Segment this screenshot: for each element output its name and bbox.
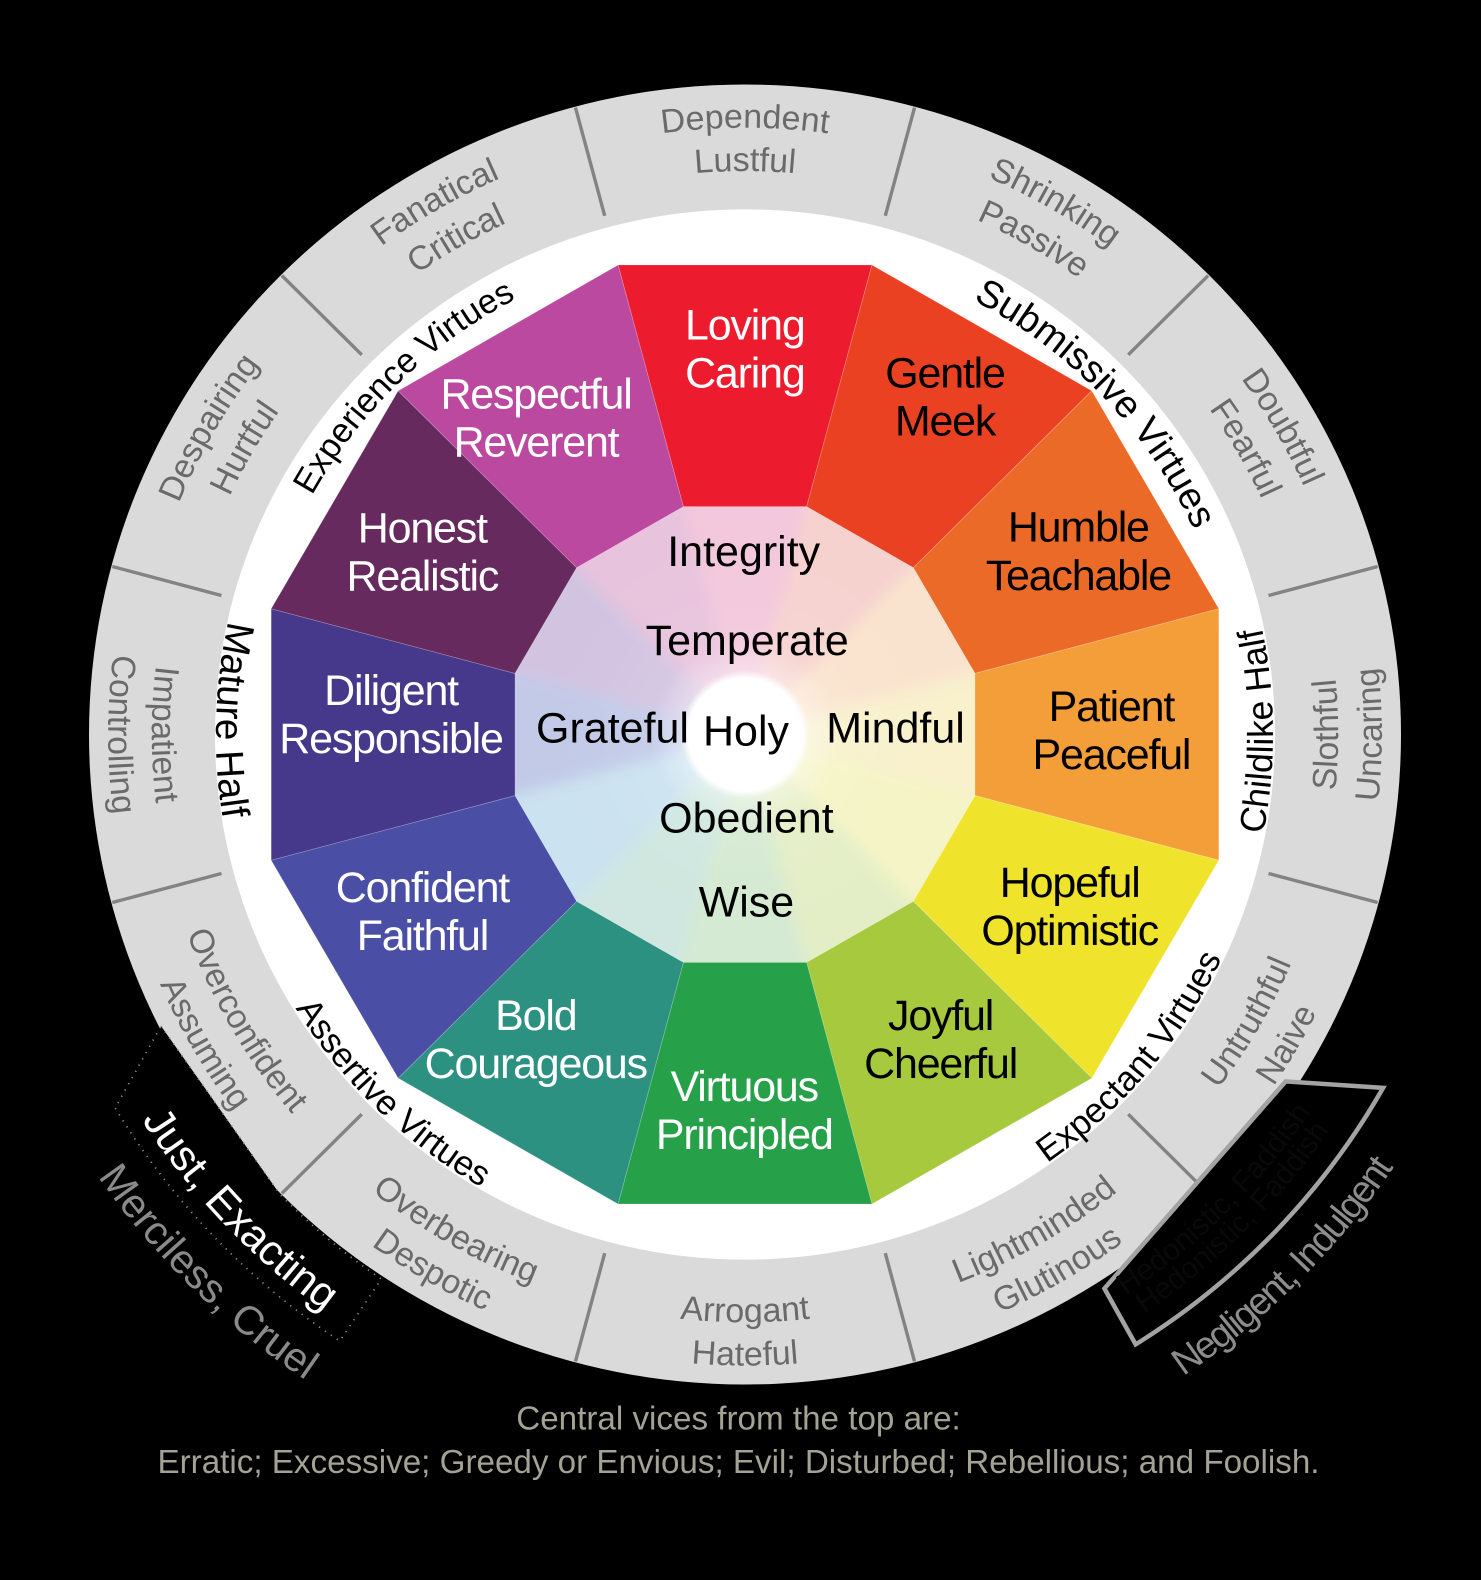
svg-text:Peaceful: Peaceful bbox=[1033, 731, 1191, 779]
svg-text:Principled: Principled bbox=[656, 1111, 833, 1159]
svg-text:Temperate: Temperate bbox=[646, 617, 849, 665]
svg-text:Hopeful: Hopeful bbox=[1000, 859, 1140, 907]
svg-text:Loving: Loving bbox=[685, 301, 804, 349]
svg-text:Impatient: Impatient bbox=[144, 664, 186, 805]
svg-text:Dependent: Dependent bbox=[659, 98, 833, 141]
svg-text:Courageous: Courageous bbox=[425, 1040, 647, 1088]
svg-text:Confident: Confident bbox=[336, 864, 511, 912]
svg-text:Realistic: Realistic bbox=[346, 553, 498, 601]
svg-text:Wise: Wise bbox=[699, 879, 795, 927]
svg-text:Hateful: Hateful bbox=[691, 1333, 800, 1373]
svg-text:Slothful: Slothful bbox=[1305, 678, 1346, 792]
svg-text:Cheerful: Cheerful bbox=[864, 1040, 1017, 1088]
svg-text:Erratic; Excessive; Greedy or: Erratic; Excessive; Greedy or Envious; E… bbox=[157, 1444, 1319, 1481]
svg-text:Holy: Holy bbox=[703, 708, 790, 756]
svg-text:Honest: Honest bbox=[358, 504, 488, 552]
svg-text:Patient: Patient bbox=[1049, 683, 1176, 731]
svg-text:Lustful: Lustful bbox=[693, 141, 798, 181]
svg-text:Responsible: Responsible bbox=[279, 715, 502, 763]
svg-text:Bold: Bold bbox=[495, 992, 576, 1040]
svg-text:Faithful: Faithful bbox=[357, 912, 488, 960]
svg-text:Caring: Caring bbox=[685, 350, 804, 398]
svg-text:Virtuous: Virtuous bbox=[671, 1063, 818, 1111]
svg-text:Reverent: Reverent bbox=[454, 419, 620, 467]
svg-text:Integrity: Integrity bbox=[667, 528, 821, 576]
svg-text:Respectful: Respectful bbox=[440, 371, 631, 419]
svg-text:Teachable: Teachable bbox=[986, 552, 1171, 600]
svg-text:Controlling: Controlling bbox=[100, 653, 143, 815]
svg-text:Humble: Humble bbox=[1008, 504, 1149, 552]
svg-text:Arrogant: Arrogant bbox=[679, 1289, 811, 1330]
svg-text:Diligent: Diligent bbox=[324, 667, 459, 715]
svg-text:Joyful: Joyful bbox=[888, 992, 993, 1040]
svg-text:Obedient: Obedient bbox=[659, 795, 834, 843]
svg-text:Gentle: Gentle bbox=[885, 350, 1004, 398]
svg-text:Central vices from the top are: Central vices from the top are: bbox=[516, 1401, 961, 1438]
svg-text:Meek: Meek bbox=[895, 398, 997, 446]
svg-text:Optimistic: Optimistic bbox=[981, 907, 1159, 955]
svg-text:Grateful: Grateful bbox=[536, 705, 689, 753]
svg-text:Uncaring: Uncaring bbox=[1348, 666, 1390, 802]
svg-text:Mindful: Mindful bbox=[826, 705, 965, 753]
